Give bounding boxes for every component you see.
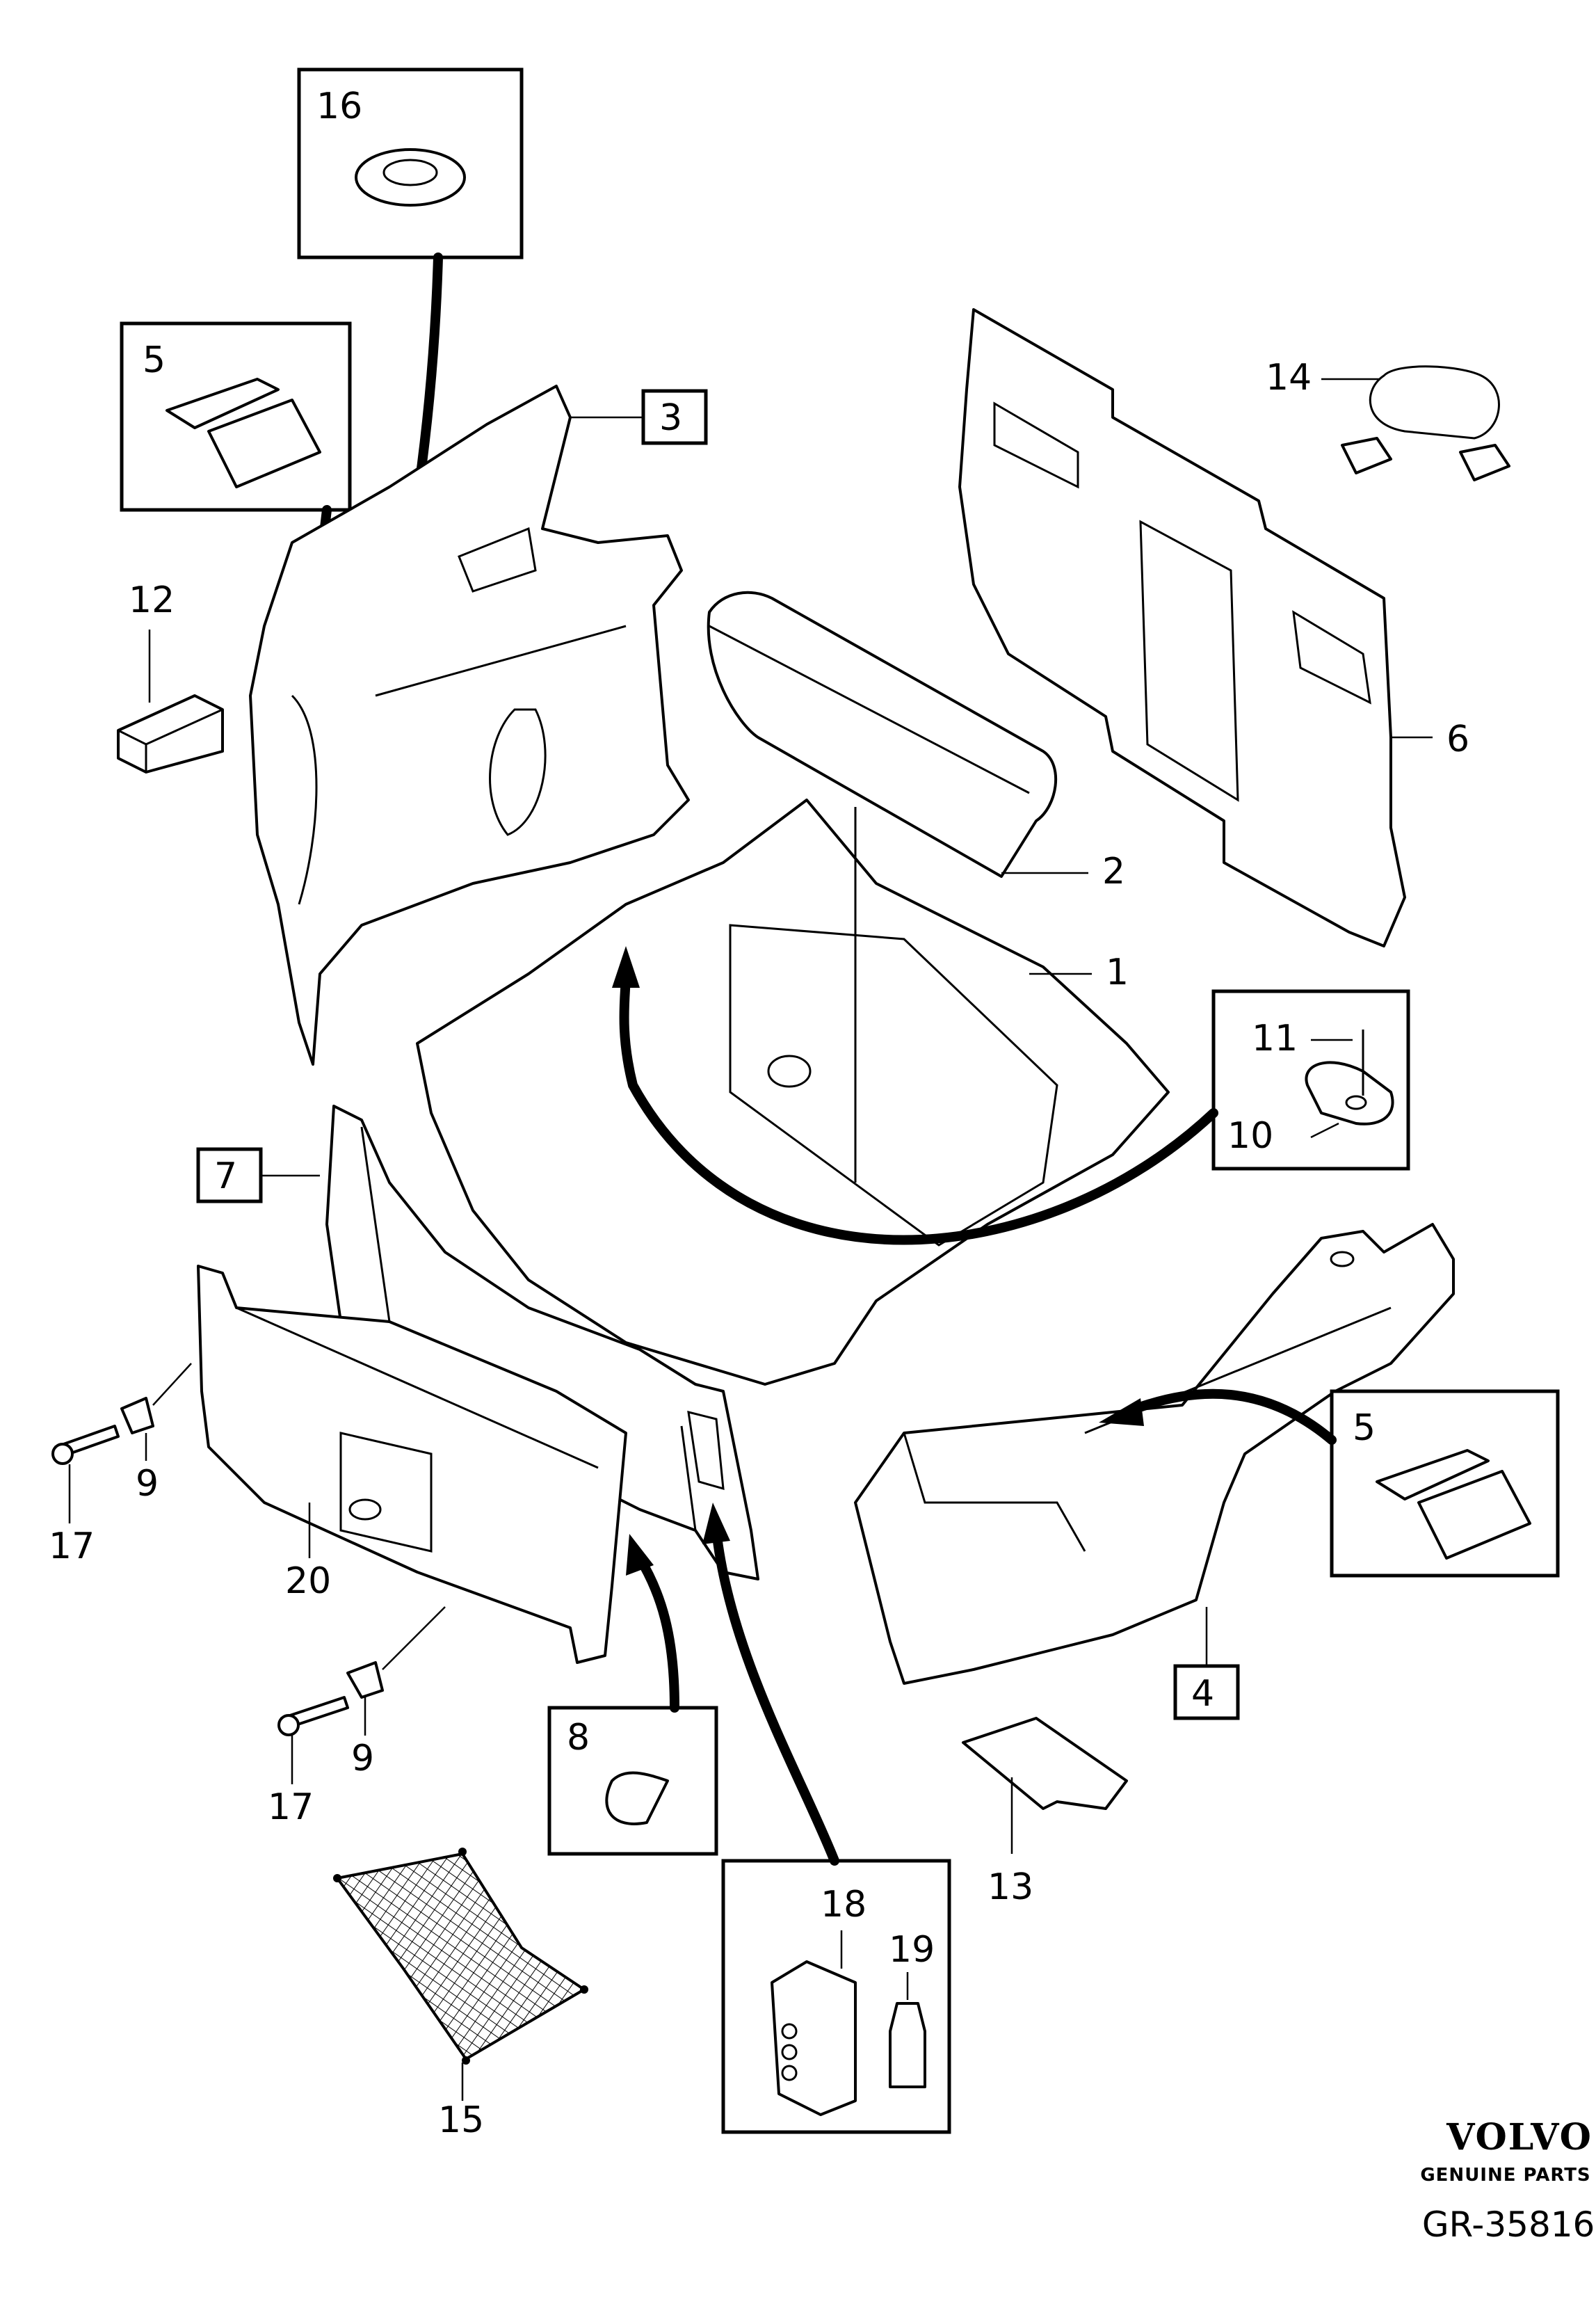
insulation-pad-part	[962, 1717, 1128, 1810]
callout-8: 8	[567, 1717, 590, 1759]
right-side-trim-panel	[854, 1223, 1455, 1685]
callout-9-lower: 9	[351, 1738, 374, 1779]
brand-name: VOLVO	[1446, 2116, 1593, 2159]
callout-box-3	[641, 389, 708, 445]
wiring-harness-part	[1369, 365, 1500, 440]
callout-15: 15	[438, 2099, 484, 2141]
cable-clip-part	[605, 1771, 669, 1825]
callout-9-upper: 9	[136, 1463, 159, 1505]
detail-box-10-11: 11 10	[1211, 989, 1410, 1171]
detail-box-18-19: 18 19	[721, 1859, 951, 2134]
diagram-code: GR-358167	[1422, 2204, 1596, 2245]
lashing-eye-part	[1305, 1061, 1394, 1126]
washer-part	[355, 148, 466, 207]
callout-5-top: 5	[143, 339, 166, 381]
callout-1: 1	[1106, 952, 1129, 993]
callout-17-lower: 17	[268, 1786, 314, 1828]
callout-20: 20	[285, 1560, 331, 1602]
callout-14: 14	[1266, 357, 1312, 399]
left-side-trim-panel	[249, 385, 690, 1066]
detail-box-5-top: 5	[120, 321, 352, 512]
clip-part-top	[166, 378, 280, 429]
detail-box-8: 8	[547, 1706, 718, 1856]
callout-18: 18	[821, 1884, 866, 1925]
callout-7: 7	[214, 1155, 237, 1197]
callout-17-upper: 17	[49, 1526, 95, 1567]
load-sill-cover-part	[197, 1265, 627, 1664]
lamp-holder-part	[771, 1960, 857, 2116]
callout-4: 4	[1191, 1673, 1214, 1715]
callout-5-right: 5	[1353, 1407, 1376, 1449]
luggage-floor-mat	[416, 799, 1170, 1386]
rear-backrest-panel	[958, 308, 1406, 947]
clip-part-right	[1376, 1449, 1490, 1500]
callout-16: 16	[316, 86, 362, 127]
brand-tagline: GENUINE PARTS	[1420, 2165, 1590, 2186]
callout-19: 19	[889, 1929, 935, 1971]
bulb-part	[889, 2002, 926, 2088]
seat-cushion-part	[707, 591, 1058, 878]
callout-10: 10	[1227, 1115, 1273, 1157]
callout-2: 2	[1102, 851, 1125, 892]
callout-6: 6	[1446, 719, 1469, 760]
clip-9-lower	[346, 1661, 384, 1699]
brand-logo: VOLVO GENUINE PARTS	[1420, 2116, 1593, 2186]
callout-12: 12	[129, 579, 175, 621]
callout-11: 11	[1252, 1018, 1298, 1059]
detail-box-5-right: 5	[1330, 1389, 1560, 1578]
callout-3: 3	[659, 397, 682, 439]
cargo-net-part	[333, 1848, 588, 2065]
clip-9-upper	[120, 1397, 154, 1434]
callout-13: 13	[988, 1866, 1033, 1908]
detail-box-16: 16	[297, 67, 524, 259]
